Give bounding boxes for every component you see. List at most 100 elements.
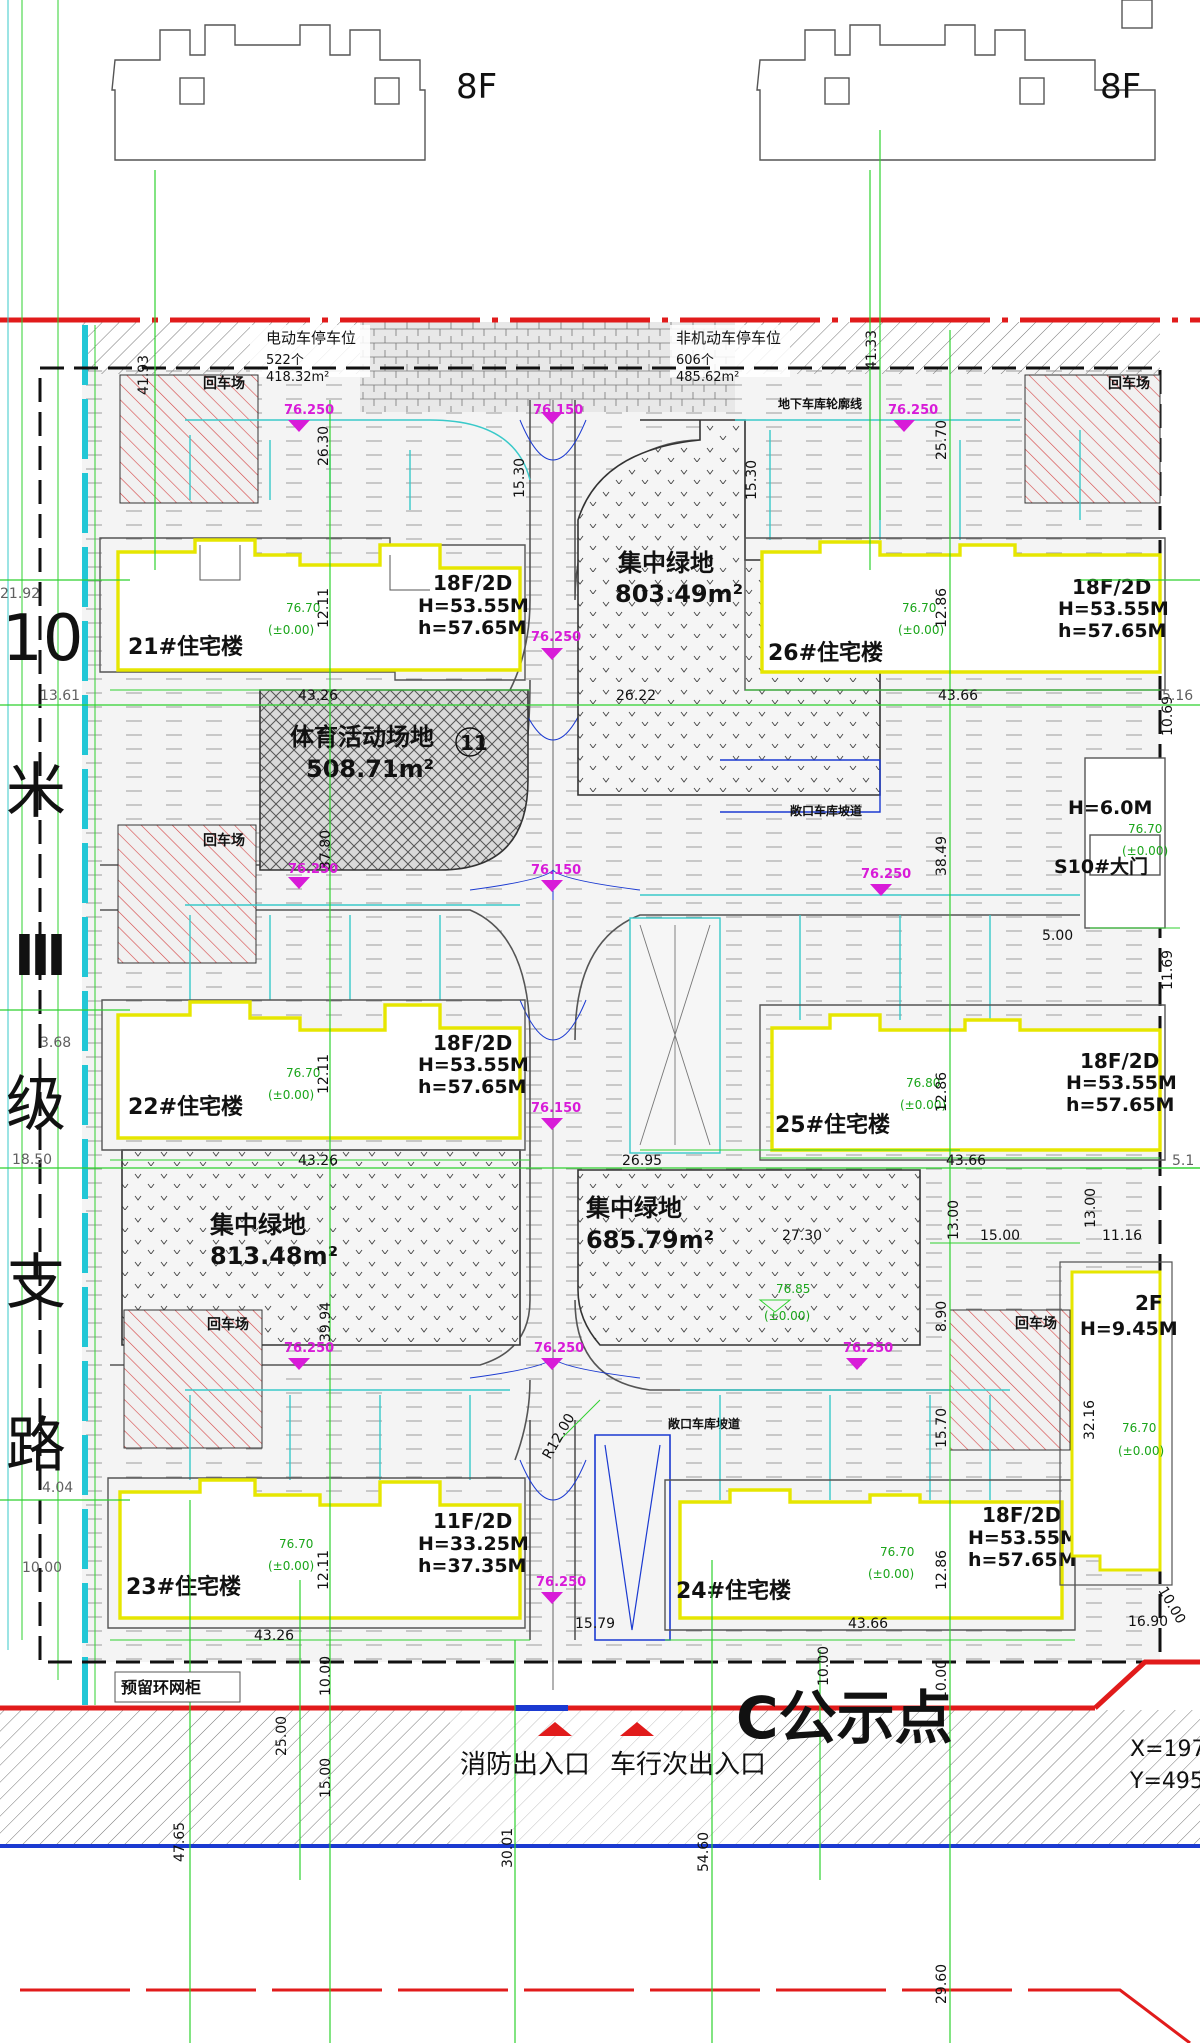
top-building-right: 8F — [756, 24, 1156, 161]
green-area-2: 集中绿地 813.48m² — [121, 1149, 521, 1346]
south-street — [0, 1659, 1200, 2043]
sports-name: 体育活动场地 — [290, 723, 434, 751]
electric-title: 电动车停车位 — [266, 329, 356, 347]
dim-4765: 47.65 — [172, 1822, 188, 1862]
b23-elev: 76.70 — [279, 1537, 313, 1551]
turnaround-3: 回车场 — [203, 832, 245, 849]
lm-2: 13.61 — [40, 688, 80, 704]
green-2-name: 集中绿地 — [209, 1211, 306, 1239]
dim-1116: 11.16 — [1102, 1228, 1142, 1244]
left-margin-labels: 21.92 13.61 3.68 18.50 4.04 10.00 5.16 5… — [0, 586, 1194, 1576]
lm-4: 18.50 — [12, 1152, 52, 1168]
b25-H: H=53.55M — [1066, 1072, 1177, 1094]
building-24: 18F/2D H=53.55M h=57.65M 24#住宅楼 76.70 (±… — [664, 1479, 1079, 1631]
gate-H: H=6.0M — [1068, 797, 1152, 819]
dimension-lines — [0, 130, 1200, 2043]
dim-890: 8.90 — [934, 1301, 950, 1332]
dim-1500b: 15.00 — [318, 1758, 334, 1798]
b25-zero: (±0.00) — [900, 1098, 946, 1112]
rm-2: 5.1 — [1172, 1153, 1194, 1169]
fire-gate-marker — [538, 1722, 572, 1736]
dim-2630: 26.30 — [316, 426, 332, 466]
b23-depth: 12.11 — [316, 1550, 332, 1590]
dim-4193: 41.93 — [136, 355, 152, 395]
elev-7: 76.250 — [288, 862, 338, 877]
center-green-elevation: 76.85 (±0.00) — [758, 1282, 810, 1323]
road-name-1: 10 — [2, 602, 83, 676]
road-name-6: 路 — [6, 1411, 66, 1481]
green-area-1: 集中绿地 803.49m² — [577, 419, 881, 796]
dim-3849: 38.49 — [934, 836, 950, 876]
sports-area: 508.71m² — [306, 755, 434, 783]
b21-h: h=57.65M — [418, 617, 526, 639]
garage-outline-label: 地下车库轮廓线 — [778, 396, 862, 411]
b25-name: 25#住宅楼 — [775, 1112, 890, 1138]
lm-1: 21.92 — [0, 586, 40, 602]
b24-elev: 76.70 — [880, 1545, 914, 1559]
green-area-3: 集中绿地 685.79m² — [577, 1169, 921, 1346]
gate-name: S10#大门 — [1054, 855, 1148, 878]
elev-6: 76.250 — [861, 867, 911, 882]
dim-1169: 11.69 — [1160, 950, 1176, 990]
b22-H: H=53.55M — [418, 1054, 529, 1076]
green-1-name: 集中绿地 — [617, 549, 714, 577]
elev-2: 76.150 — [533, 403, 583, 418]
turnaround-5: 回车场 — [1015, 1315, 1057, 1332]
b23-name: 23#住宅楼 — [126, 1574, 241, 1600]
cg-elev: 76.85 — [776, 1282, 810, 1296]
b21-elev: 76.70 — [286, 601, 320, 615]
dim-1000c: 10.00 — [934, 1660, 950, 1700]
vehicle-gate-label: 车行次出入口 — [610, 1750, 766, 1780]
building-26: 18F/2D H=53.55M h=57.65M 26#住宅楼 76.70 (±… — [744, 537, 1169, 691]
b21-H: H=53.55M — [418, 595, 529, 617]
dim-1570: 15.70 — [934, 1408, 950, 1448]
dim-1300b: 13.00 — [1083, 1188, 1099, 1228]
dim-3994: 39.94 — [318, 1302, 334, 1342]
elev-11: 76.250 — [843, 1341, 893, 1356]
b24-h: h=57.65M — [968, 1549, 1076, 1571]
b23-H: H=33.25M — [418, 1533, 529, 1555]
green-3-name: 集中绿地 — [585, 1194, 682, 1222]
b23-h: h=37.35M — [418, 1555, 526, 1577]
green-3-area: 685.79m² — [586, 1226, 714, 1254]
green-2-area: 813.48m² — [210, 1242, 338, 1270]
internal-roads — [100, 400, 1080, 1690]
dim-3780: 37.80 — [318, 830, 334, 870]
dim-2695: 26.95 — [622, 1153, 662, 1169]
b21-floors: 18F/2D — [433, 571, 512, 595]
building-2f: 2F H=9.45M 76.70 (±0.00) — [1059, 1261, 1178, 1586]
b24-width: 43.66 — [848, 1616, 888, 1632]
sports-number: 11 — [460, 731, 488, 755]
rm-1: 5.16 — [1162, 688, 1193, 704]
small-floors: 2F — [1135, 1291, 1163, 1315]
cg-zero: (±0.00) — [764, 1309, 810, 1323]
dim-2570: 25.70 — [934, 420, 950, 460]
garage-ramp-center: 敞口车库坡道 敞口车库坡道 — [594, 759, 881, 1641]
lm-3: 3.68 — [40, 1035, 71, 1051]
elev-1: 76.250 — [284, 403, 334, 418]
elev-4: 76.250 — [531, 630, 581, 645]
dim-3001: 30.01 — [500, 1828, 516, 1868]
dimension-texts: 41.93 41.33 26.30 15.30 15.30 25.70 43.2… — [136, 330, 1188, 2004]
gate-zero: (±0.00) — [1122, 844, 1168, 858]
road-name-4: 级 — [6, 1070, 66, 1140]
non-motor-area: 485.62m² — [676, 370, 739, 385]
building-22: 18F/2D H=53.55M h=57.65M 22#住宅楼 76.70 (±… — [101, 999, 529, 1151]
b22-zero: (±0.00) — [268, 1088, 314, 1102]
fire-gate-label: 消防出入口 — [460, 1750, 590, 1780]
b21-depth: 12.11 — [316, 588, 332, 628]
b26-H: H=53.55M — [1058, 598, 1169, 620]
dim-1690: 16.90 — [1128, 1614, 1168, 1630]
b21-name: 21#住宅楼 — [128, 634, 243, 660]
b24-depth: 12.86 — [934, 1550, 950, 1590]
elev-10: 76.250 — [284, 1341, 334, 1356]
b23-zero: (±0.00) — [268, 1559, 314, 1573]
b24-name: 24#住宅楼 — [676, 1578, 791, 1604]
elev-9: 76.250 — [534, 1341, 584, 1356]
public-point-label: C公示点 — [736, 1684, 953, 1752]
b22-h: h=57.65M — [418, 1076, 526, 1098]
dim-3216: 32.16 — [1082, 1400, 1098, 1440]
b23-width: 43.26 — [254, 1628, 294, 1644]
elev-12: 76.250 — [536, 1575, 586, 1590]
building-21: 18F/2D H=53.55M h=57.65M 21#住宅楼 76.70 (±… — [99, 537, 529, 681]
